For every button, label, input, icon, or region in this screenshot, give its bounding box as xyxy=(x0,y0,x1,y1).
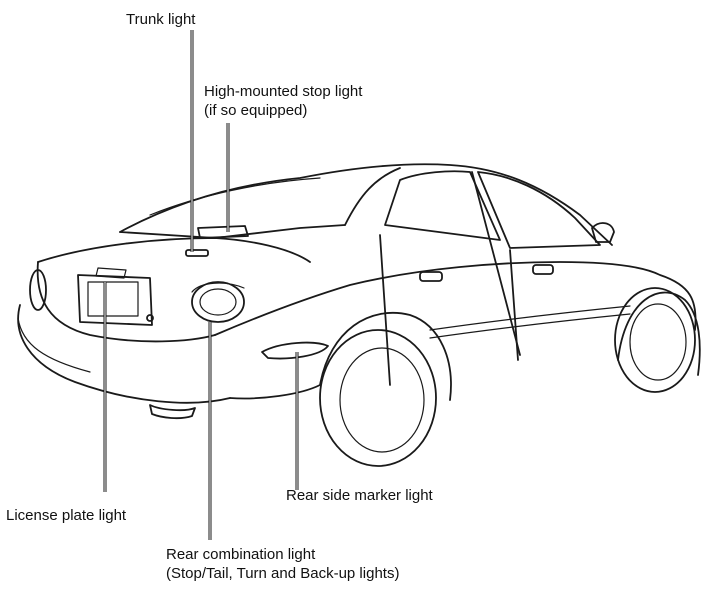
label-trunk-light: Trunk light xyxy=(126,11,196,28)
label-license-plate-light: License plate light xyxy=(6,507,127,524)
label-rear-side-marker-light: Rear side marker light xyxy=(286,487,433,504)
label-rear-combination-light-line1: Rear combination light xyxy=(166,546,316,563)
label-high-mounted-stop-light-line1: High-mounted stop light xyxy=(204,83,363,100)
label-high-mounted-stop-light-line2: (if so equipped) xyxy=(204,102,308,119)
label-rear-combination-light: Rear combination light (Stop/Tail, Turn … xyxy=(166,545,399,583)
label-high-mounted-stop-light: High-mounted stop light (if so equipped) xyxy=(204,82,362,120)
leader-lines xyxy=(103,30,299,540)
label-rear-combination-light-line2: (Stop/Tail, Turn and Back-up lights) xyxy=(166,565,400,582)
car-body xyxy=(17,163,701,467)
